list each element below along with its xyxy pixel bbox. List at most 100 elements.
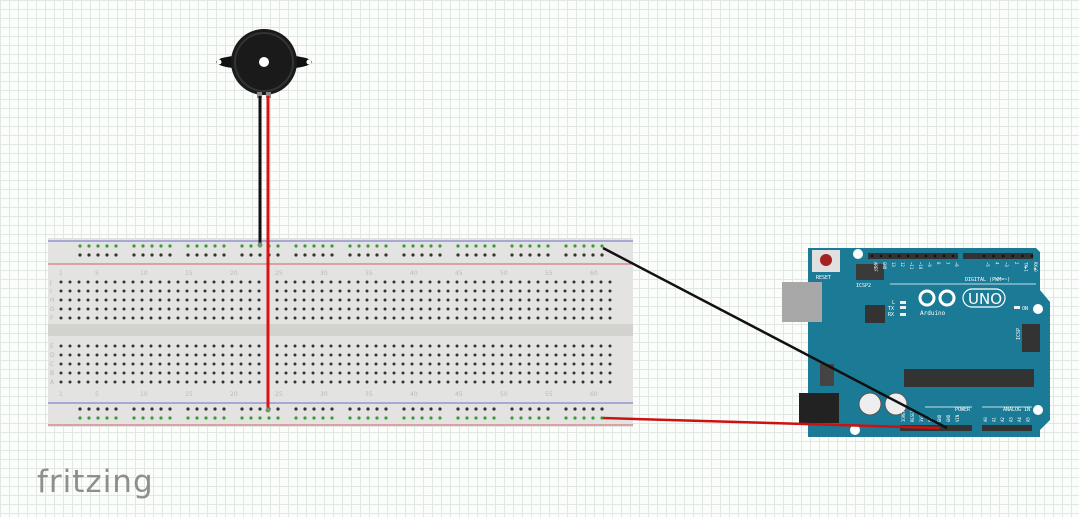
header-pin[interactable] — [906, 254, 910, 258]
rail-hole[interactable] — [105, 416, 109, 420]
breadboard-hole[interactable] — [365, 371, 369, 375]
rail-hole[interactable] — [465, 416, 469, 420]
breadboard-hole[interactable] — [563, 380, 567, 384]
rail-hole[interactable] — [132, 244, 136, 248]
breadboard-hole[interactable] — [203, 280, 207, 284]
breadboard-hole[interactable] — [581, 380, 585, 384]
breadboard-hole[interactable] — [563, 307, 567, 311]
breadboard-hole[interactable] — [221, 344, 225, 348]
breadboard-hole[interactable] — [329, 353, 333, 357]
rail-hole[interactable] — [186, 407, 190, 411]
breadboard-hole[interactable] — [149, 380, 153, 384]
rail-hole[interactable] — [141, 244, 145, 248]
breadboard-hole[interactable] — [419, 280, 423, 284]
rail-hole[interactable] — [204, 253, 208, 257]
breadboard-hole[interactable] — [95, 280, 99, 284]
breadboard-hole[interactable] — [419, 298, 423, 302]
rail-hole[interactable] — [159, 416, 163, 420]
rail-hole[interactable] — [267, 416, 271, 420]
breadboard-hole[interactable] — [293, 353, 297, 357]
breadboard-hole[interactable] — [131, 316, 135, 320]
breadboard-hole[interactable] — [149, 289, 153, 293]
breadboard-hole[interactable] — [68, 362, 72, 366]
rail-hole[interactable] — [483, 407, 487, 411]
breadboard-hole[interactable] — [329, 380, 333, 384]
rail-hole[interactable] — [321, 244, 325, 248]
breadboard-hole[interactable] — [509, 353, 513, 357]
breadboard-hole[interactable] — [194, 298, 198, 302]
breadboard-hole[interactable] — [509, 371, 513, 375]
breadboard-hole[interactable] — [590, 353, 594, 357]
rail-hole[interactable] — [312, 407, 316, 411]
breadboard-hole[interactable] — [554, 316, 558, 320]
breadboard-hole[interactable] — [68, 371, 72, 375]
breadboard-hole[interactable] — [401, 289, 405, 293]
breadboard-hole[interactable] — [104, 344, 108, 348]
breadboard-hole[interactable] — [599, 289, 603, 293]
breadboard-hole[interactable] — [185, 280, 189, 284]
rail-hole[interactable] — [528, 253, 532, 257]
breadboard-hole[interactable] — [356, 380, 360, 384]
breadboard-hole[interactable] — [401, 380, 405, 384]
rail-hole[interactable] — [366, 244, 370, 248]
breadboard-hole[interactable] — [338, 289, 342, 293]
breadboard-hole[interactable] — [122, 289, 126, 293]
breadboard-hole[interactable] — [293, 280, 297, 284]
breadboard-hole[interactable] — [419, 371, 423, 375]
rail-hole[interactable] — [330, 407, 334, 411]
breadboard-hole[interactable] — [104, 307, 108, 311]
breadboard-hole[interactable] — [59, 353, 63, 357]
piezo-buzzer[interactable] — [216, 29, 312, 98]
breadboard-hole[interactable] — [320, 298, 324, 302]
breadboard-hole[interactable] — [500, 280, 504, 284]
breadboard-hole[interactable] — [554, 353, 558, 357]
rail-hole[interactable] — [528, 244, 532, 248]
breadboard-hole[interactable] — [473, 353, 477, 357]
breadboard-hole[interactable] — [302, 316, 306, 320]
rail-hole[interactable] — [96, 244, 100, 248]
breadboard-hole[interactable] — [383, 298, 387, 302]
breadboard-hole[interactable] — [122, 371, 126, 375]
breadboard-hole[interactable] — [500, 344, 504, 348]
rail-hole[interactable] — [357, 407, 361, 411]
breadboard-hole[interactable] — [203, 307, 207, 311]
breadboard-hole[interactable] — [275, 307, 279, 311]
rail-hole[interactable] — [591, 253, 595, 257]
breadboard-hole[interactable] — [428, 353, 432, 357]
breadboard-hole[interactable] — [608, 307, 612, 311]
breadboard-hole[interactable] — [446, 307, 450, 311]
breadboard-hole[interactable] — [446, 380, 450, 384]
rail-hole[interactable] — [141, 416, 145, 420]
breadboard-hole[interactable] — [248, 298, 252, 302]
rail-hole[interactable] — [366, 407, 370, 411]
breadboard-hole[interactable] — [545, 380, 549, 384]
breadboard-hole[interactable] — [131, 298, 135, 302]
breadboard-hole[interactable] — [383, 344, 387, 348]
breadboard-hole[interactable] — [140, 280, 144, 284]
rail-hole[interactable] — [348, 253, 352, 257]
breadboard-hole[interactable] — [590, 316, 594, 320]
breadboard-hole[interactable] — [536, 298, 540, 302]
breadboard-hole[interactable] — [149, 353, 153, 357]
breadboard-hole[interactable] — [455, 362, 459, 366]
breadboard-hole[interactable] — [194, 362, 198, 366]
rail-hole[interactable] — [249, 253, 253, 257]
breadboard-hole[interactable] — [536, 371, 540, 375]
rail-hole[interactable] — [195, 244, 199, 248]
rail-hole[interactable] — [465, 407, 469, 411]
breadboard-hole[interactable] — [104, 371, 108, 375]
breadboard-hole[interactable] — [86, 298, 90, 302]
breadboard-hole[interactable] — [239, 362, 243, 366]
breadboard-hole[interactable] — [113, 362, 117, 366]
rail-hole[interactable] — [87, 253, 91, 257]
breadboard-hole[interactable] — [68, 289, 72, 293]
breadboard-hole[interactable] — [248, 371, 252, 375]
breadboard-hole[interactable] — [500, 289, 504, 293]
breadboard-hole[interactable] — [590, 307, 594, 311]
breadboard-hole[interactable] — [410, 307, 414, 311]
wire-gnd-to-arduino[interactable] — [602, 246, 948, 430]
breadboard-hole[interactable] — [329, 298, 333, 302]
breadboard-hole[interactable] — [374, 289, 378, 293]
rail-hole[interactable] — [240, 244, 244, 248]
breadboard-hole[interactable] — [518, 371, 522, 375]
